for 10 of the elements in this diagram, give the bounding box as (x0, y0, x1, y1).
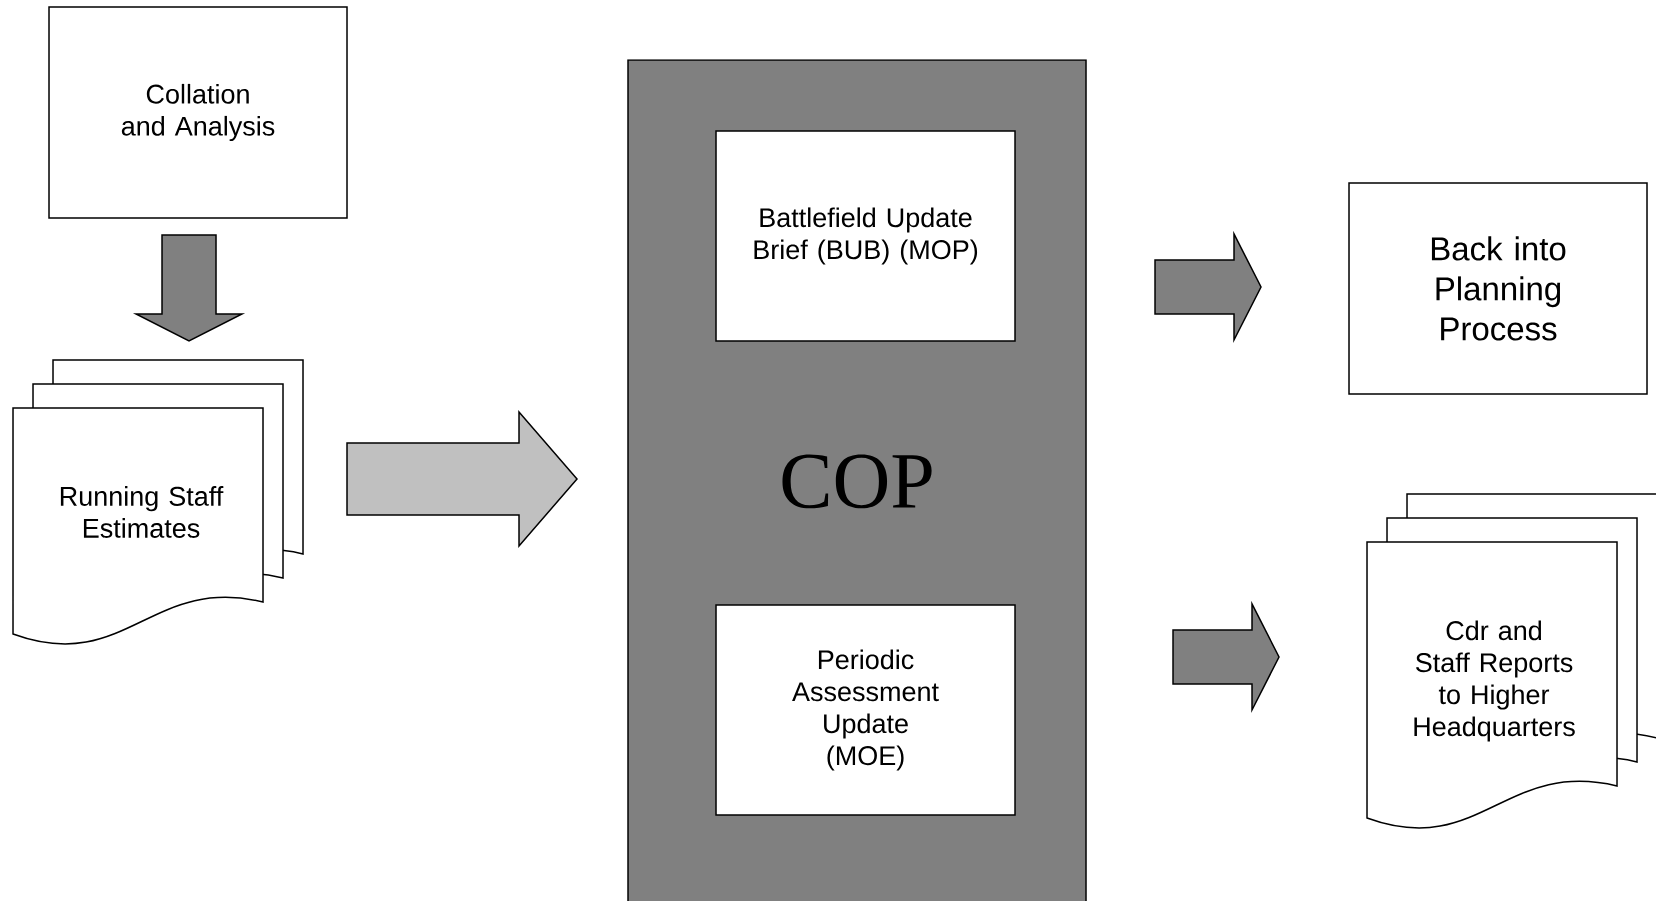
block-arrow (1154, 230, 1262, 344)
process-box: Periodic Assessment Update (MOE) (715, 604, 1016, 816)
block-arrow (132, 234, 246, 342)
process-box: Collation and Analysis (48, 6, 348, 219)
process-box: Battlefield Update Brief (BUB) (MOP) (715, 130, 1016, 342)
document-stack: Cdr and Staff Reports to Higher Headquarters (1366, 493, 1656, 829)
block-arrow (346, 409, 578, 548)
process-box: Back into Planning Process (1348, 182, 1648, 395)
document-stack: Running Staff Estimates (12, 359, 304, 645)
block-arrow (1172, 600, 1280, 714)
